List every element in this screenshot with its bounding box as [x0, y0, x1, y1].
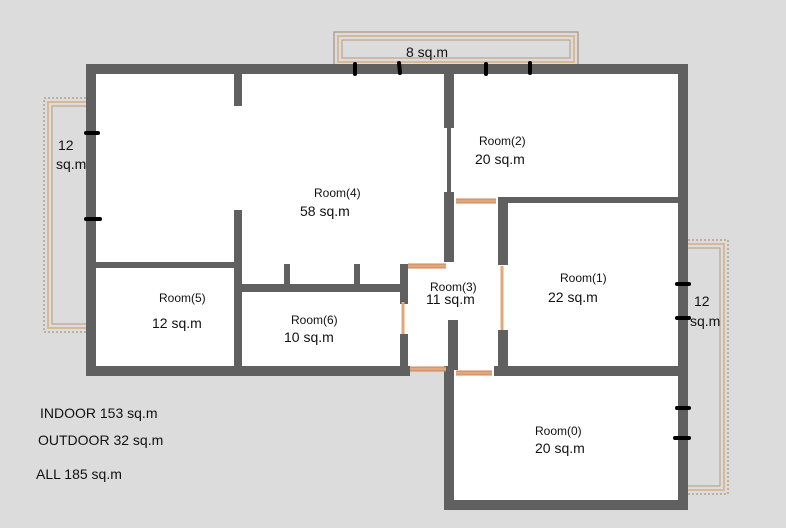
room-0-name: Room(0): [535, 424, 582, 438]
area-summary: INDOOR 153 sq.m OUTDOOR 32 sq.m ALL 185 …: [36, 405, 163, 482]
indoor-total: INDOOR 153 sq.m: [40, 405, 157, 421]
room-2-area: 20 sq.m: [475, 151, 525, 167]
room-6-name: Room(6): [291, 313, 338, 327]
balcony-right: [683, 239, 729, 495]
balcony-left-area-unit: sq.m: [56, 156, 86, 172]
room-4-name: Room(4): [314, 186, 361, 200]
walls: [86, 64, 688, 510]
room-5-name: Room(5): [159, 291, 206, 305]
balcony-top-area: 8 sq.m: [406, 44, 448, 60]
door-frames: [408, 198, 496, 376]
all-total: ALL 185 sq.m: [36, 466, 122, 482]
room-4-area: 58 sq.m: [300, 203, 350, 219]
room-1-name: Room(1): [560, 271, 607, 285]
doors: [401, 199, 504, 375]
room-2-name: Room(2): [479, 134, 526, 148]
room-0-area: 20 sq.m: [535, 440, 585, 456]
floor: [90, 68, 684, 506]
room-3-name: Room(3): [430, 280, 477, 294]
room-1-area: 22 sq.m: [548, 289, 598, 305]
outdoor-total: OUTDOOR 32 sq.m: [38, 432, 163, 448]
balcony-right-area-number: 12: [694, 293, 710, 309]
room-5-area: 12 sq.m: [152, 315, 202, 331]
room-6-area: 10 sq.m: [284, 329, 334, 345]
balcony-right-area-unit: sq.m: [690, 313, 720, 329]
balcony-left: [43, 97, 89, 333]
window-markers: [84, 61, 691, 440]
balcony-top: [333, 31, 579, 67]
room-3-area: 11 sq.m: [426, 291, 475, 307]
balcony-left-area-number: 12: [58, 137, 74, 153]
